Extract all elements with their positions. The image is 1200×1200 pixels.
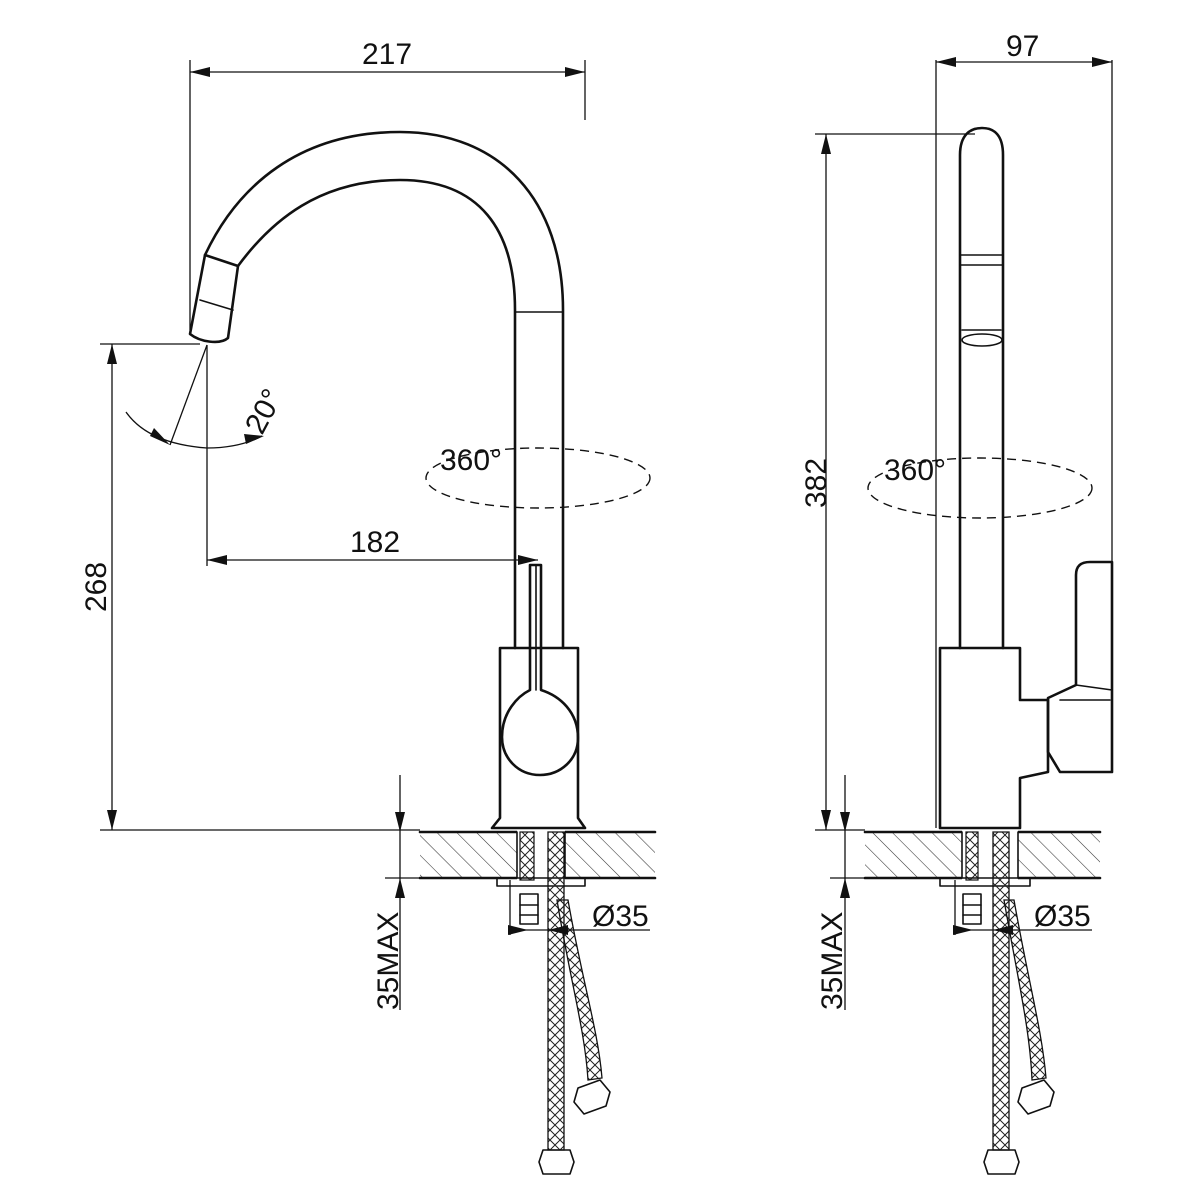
dimension-width-front-label: 217: [362, 38, 412, 71]
side-view: 360° 97 382 Ø35: [800, 30, 1114, 1175]
dimension-thickness-side-label: 35MAX: [816, 912, 849, 1010]
dimension-thickness-side: [830, 775, 865, 1010]
dimension-height-side-label: 382: [800, 458, 833, 508]
dimension-angle-label: 20°: [239, 384, 289, 440]
dimension-thickness-front-label: 35MAX: [372, 912, 405, 1010]
supply-hoses-side: [983, 831, 1055, 1175]
front-view: 360° 217 182 268: [80, 38, 657, 1175]
countertop-front: [418, 830, 657, 880]
faucet-body-side: [938, 126, 1114, 830]
dimension-height-front-label: 268: [80, 562, 113, 612]
dimension-hole-front-label: Ø35: [592, 900, 649, 933]
dimension-width-front: [189, 60, 586, 330]
dimension-hole-side-label: Ø35: [1034, 900, 1091, 933]
dimension-hole-front: [508, 880, 650, 935]
swivel-label-front: 360°: [440, 444, 502, 477]
dimension-height-side: [815, 133, 975, 831]
swivel-ellipse-side: [867, 457, 1093, 519]
dimension-hole-side: [953, 880, 1092, 935]
dimension-reach-label: 182: [350, 526, 400, 559]
dimension-angle: [125, 344, 264, 449]
mounting-hardware-side: [939, 831, 1031, 925]
dimension-thickness-front: [385, 775, 420, 1010]
countertop-side: [863, 830, 1102, 880]
supply-hoses-front: [538, 831, 611, 1175]
dimension-height-front: [100, 343, 420, 831]
dimension-width-side-label: 97: [1006, 30, 1039, 63]
dimension-reach: [206, 345, 538, 566]
mounting-hardware-front: [496, 831, 586, 925]
swivel-ellipse-front: [425, 447, 651, 509]
dimension-width-side: [935, 57, 1113, 828]
swivel-label-side: 360°: [884, 454, 946, 487]
faucet-body-front: [188, 130, 587, 830]
